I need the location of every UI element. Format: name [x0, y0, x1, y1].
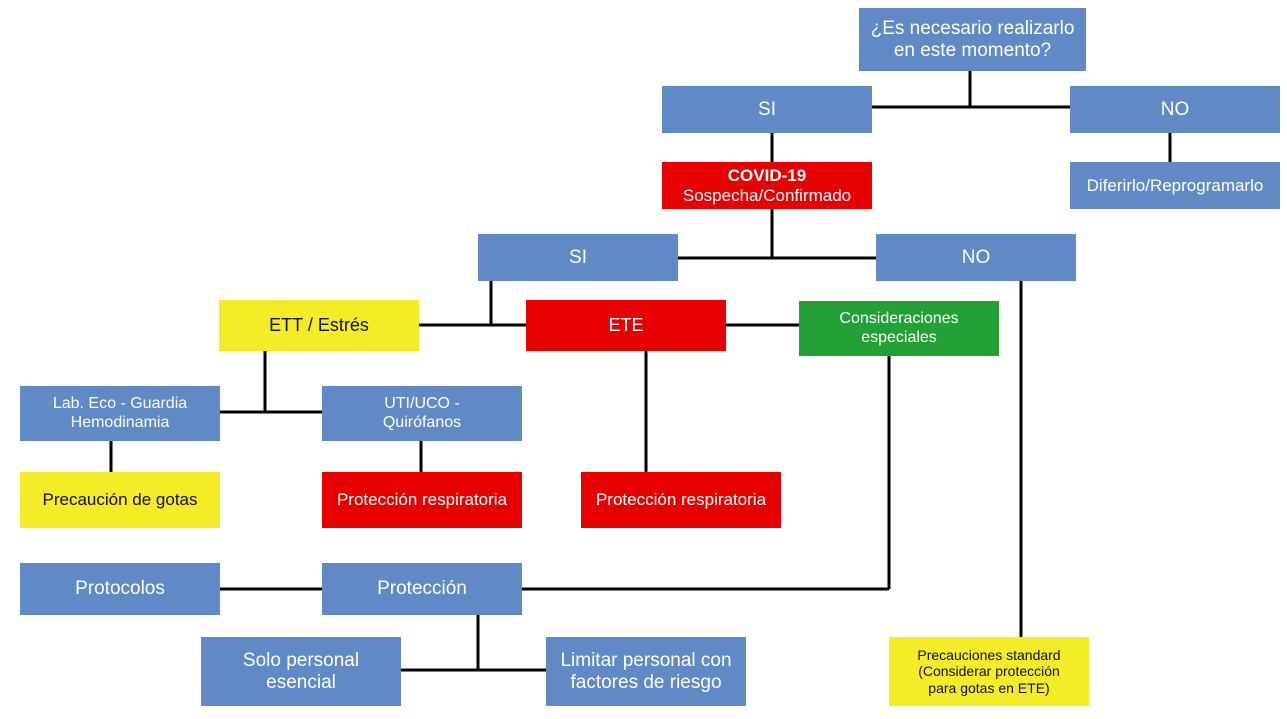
no-label: NO — [1160, 98, 1190, 120]
covid-box: COVID-19 Sospecha/Confirmado — [662, 162, 872, 209]
lab-eco-line-2: Hemodinamia — [70, 413, 170, 431]
essential-staff-box: Solo personal esencial — [201, 637, 401, 706]
standard-precautions-line-2: (Considerar protección — [918, 663, 1060, 680]
ete-box: ETE — [526, 300, 726, 351]
ett-stress-box: ETT / Estrés — [219, 300, 419, 351]
uti-line-2: Quirófanos — [382, 413, 462, 431]
no-label: NO — [961, 246, 991, 268]
special-considerations-box: Consideraciones especiales — [799, 301, 999, 356]
standard-precautions-line-3: para gotas en ETE) — [928, 679, 1050, 696]
ett-label: ETT / Estrés — [269, 315, 369, 336]
question-line-1: ¿Es necesario realizarlo — [870, 17, 1075, 39]
no-box-necessary: NO — [1070, 86, 1280, 133]
yes-label: SI — [758, 98, 776, 120]
protocols-label: Protocolos — [75, 578, 165, 600]
droplet-precaution-box: Precaución de gotas — [20, 472, 220, 528]
respiratory-protection-label: Protección respiratoria — [336, 490, 508, 510]
respiratory-protection-label: Protección respiratoria — [595, 490, 767, 510]
protocols-box: Protocolos — [20, 563, 220, 615]
considerations-line-1: Consideraciones — [839, 310, 959, 328]
yes-box-covid: SI — [478, 234, 678, 281]
essential-staff-line-2: esencial — [266, 671, 336, 693]
limit-staff-line-2: factores de riesgo — [570, 671, 722, 693]
yes-box-necessary: SI — [662, 86, 872, 133]
no-box-covid: NO — [876, 234, 1076, 281]
respiratory-protection-box-ete: Protección respiratoria — [581, 472, 781, 528]
standard-precautions-line-1: Precauciones standard — [917, 647, 1061, 664]
defer-label: Diferirlo/Reprogramarlo — [1086, 175, 1264, 195]
covid-subtitle: Sospecha/Confirmado — [682, 185, 852, 205]
defer-box: Diferirlo/Reprogramarlo — [1070, 162, 1280, 209]
essential-staff-line-1: Solo personal — [242, 649, 360, 671]
ete-label: ETE — [608, 315, 644, 336]
uti-uco-box: UTI/UCO - Quirófanos — [322, 386, 522, 441]
standard-precautions-box: Precauciones standard (Considerar protec… — [889, 637, 1089, 706]
respiratory-protection-box-uti: Protección respiratoria — [322, 472, 522, 528]
limit-staff-line-1: Limitar personal con — [560, 649, 732, 671]
question-line-2: en este momento? — [893, 39, 1052, 61]
droplet-precaution-label: Precaución de gotas — [42, 490, 198, 510]
lab-eco-line-1: Lab. Eco - Guardia — [52, 395, 188, 413]
yes-label: SI — [569, 246, 587, 268]
limit-staff-box: Limitar personal con factores de riesgo — [546, 637, 746, 706]
considerations-line-2: especiales — [861, 328, 937, 346]
protection-label: Protección — [377, 578, 467, 600]
lab-eco-box: Lab. Eco - Guardia Hemodinamia — [20, 386, 220, 441]
question-box: ¿Es necesario realizarlo en este momento… — [859, 8, 1086, 71]
uti-line-1: UTI/UCO - — [384, 395, 460, 413]
covid-title: COVID-19 — [727, 165, 807, 185]
protection-box: Protección — [322, 563, 522, 615]
